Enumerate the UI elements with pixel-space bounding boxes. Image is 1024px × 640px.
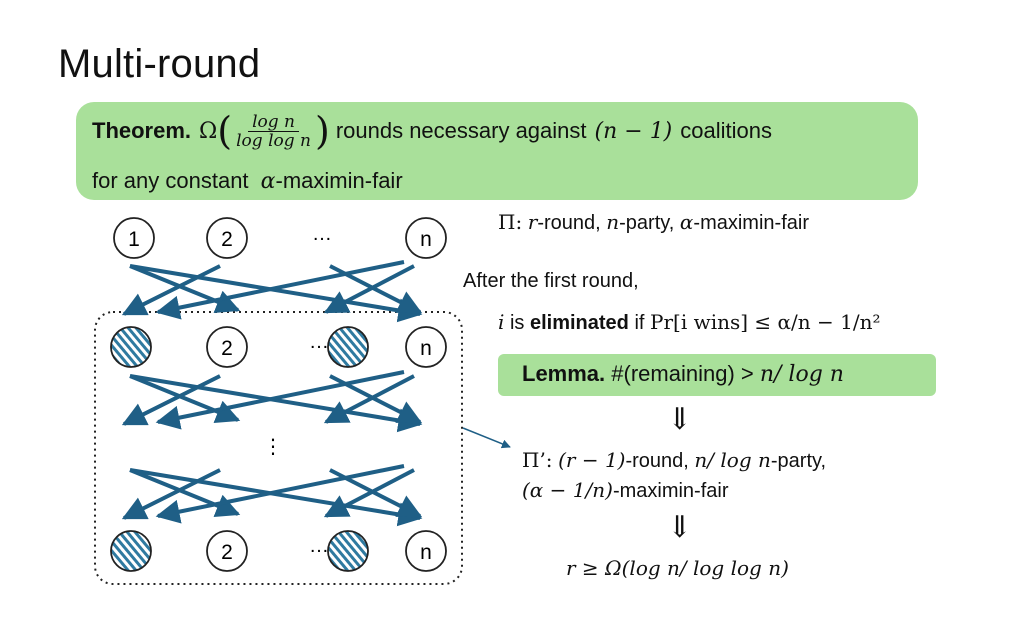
elim-if: if: [634, 312, 645, 334]
pi-prime-party: -party,: [770, 450, 827, 472]
arrow-l1-c: [121, 264, 221, 316]
arrow-l3-c: [121, 468, 221, 520]
protocol-round: -round,: [537, 212, 601, 234]
elim-condition: Pr[i wins] ≤ α/n − 1/n²: [650, 310, 881, 334]
middle-ellipsis: …: [309, 331, 329, 353]
protocol-line: Π: r-round, n-party, α-maximin-fair: [498, 210, 809, 235]
pi-prime-line-1: Π’: (r − 1)-round, n/ log n-party,: [522, 448, 826, 473]
bottom-node-2: 2: [206, 530, 248, 572]
protocol-r: r: [527, 210, 538, 234]
bottom-node-n-label: n: [420, 541, 432, 564]
fraction-denominator: log log n: [236, 130, 311, 151]
theorem-box: [76, 102, 918, 200]
implies-arrow-1: ⇓: [667, 402, 693, 437]
eliminated-node-middle-right: [327, 326, 369, 368]
lemma-box: [498, 354, 936, 396]
lemma-line: Lemma. #(remaining) > n/ log n: [522, 361, 844, 387]
theorem-rest-b: coalitions: [680, 118, 772, 143]
theorem-label: Theorem.: [92, 118, 192, 143]
theorem-line2-a: for any constant: [92, 168, 249, 193]
vertical-dots: ⋮: [263, 434, 283, 458]
arrow-l2-e: [155, 370, 405, 430]
pi-prime-n-over-log: n/ log n: [694, 448, 771, 472]
top-node-n: n: [405, 217, 447, 259]
bottom-node-2-label: 2: [221, 541, 233, 564]
theorem-omega: Ω: [199, 118, 218, 144]
arrow-l2-f: [323, 374, 415, 424]
lemma-math: n/ log n: [759, 362, 844, 387]
pi-prime-alpha-term: (α − 1/n): [522, 478, 613, 502]
after-first-round: After the first round,: [463, 270, 639, 292]
theorem-alpha: α: [260, 169, 276, 194]
slide-title: Multi-round: [58, 42, 261, 86]
left-paren: (: [217, 109, 233, 153]
lemma-text: #(remaining) >: [611, 361, 754, 386]
implies-arrow-2: ⇓: [667, 510, 693, 545]
top-node-1-label: 1: [128, 228, 140, 251]
eliminated-node-bottom-left: [110, 530, 152, 572]
pi-prime-r-minus-1: (r − 1): [558, 448, 626, 472]
middle-node-n: n: [405, 326, 447, 368]
elimination-line: i is eliminated if Pr[i wins] ≤ α/n − 1/…: [498, 310, 881, 335]
top-node-2: 2: [206, 217, 248, 259]
arrow-l2-a: [129, 374, 241, 423]
arrow-l3-e: [155, 464, 405, 524]
eliminated-node-bottom-right: [327, 530, 369, 572]
pi-prime-line-2: (α − 1/n)-maximin-fair: [522, 478, 729, 503]
bottom-ellipsis: …: [309, 535, 329, 557]
pointer-arrow: [462, 427, 511, 449]
theorem-line-1: Theorem. Ω ( log n log log n ) rounds ne…: [92, 112, 772, 150]
elim-i: i: [498, 310, 505, 334]
middle-node-2: 2: [206, 326, 248, 368]
top-ellipsis: …: [312, 223, 332, 245]
middle-node-n-label: n: [420, 337, 432, 360]
theorem-rest-a: rounds necessary against: [335, 118, 587, 143]
conclusion: r ≥ Ω(log n/ log log n): [566, 556, 789, 580]
top-node-n-label: n: [420, 228, 432, 251]
arrow-l1-a: [129, 264, 241, 313]
right-paren: ): [314, 109, 330, 153]
bottom-node-n: n: [405, 530, 447, 572]
theorem-line2-b: -maximin-fair: [275, 168, 403, 193]
theorem-fraction: log n log log n: [234, 113, 313, 150]
pi-prime-round: -round,: [625, 450, 689, 472]
fraction-numerator: log n: [248, 113, 299, 132]
top-node-1: 1: [113, 217, 155, 259]
top-node-2-label: 2: [221, 228, 233, 251]
pi-prime-symbol: Π’:: [522, 448, 553, 472]
middle-node-2-label: 2: [221, 337, 233, 360]
protocol-n: n: [606, 210, 620, 234]
theorem-math-n-minus-1: (n − 1): [594, 118, 673, 144]
arrow-l1-e: [155, 260, 405, 320]
lemma-label: Lemma.: [522, 361, 606, 386]
eliminated-node-middle-left: [110, 326, 152, 368]
arrow-l3-f: [323, 468, 415, 518]
theorem-line-2: for any constant α-maximin-fair: [92, 168, 403, 194]
arrow-l2-c: [121, 374, 221, 426]
arrow-l3-a: [129, 468, 241, 517]
pi-prime-mmf: -maximin-fair: [612, 480, 729, 502]
protocol-alpha: α: [679, 210, 694, 234]
elim-is: is: [509, 312, 525, 334]
elim-eliminated: eliminated: [529, 312, 629, 334]
protocol-mmf: -maximin-fair: [693, 212, 809, 234]
arrow-l1-f: [323, 264, 415, 314]
pi-symbol: Π:: [498, 210, 523, 234]
protocol-party: -party,: [619, 212, 675, 234]
